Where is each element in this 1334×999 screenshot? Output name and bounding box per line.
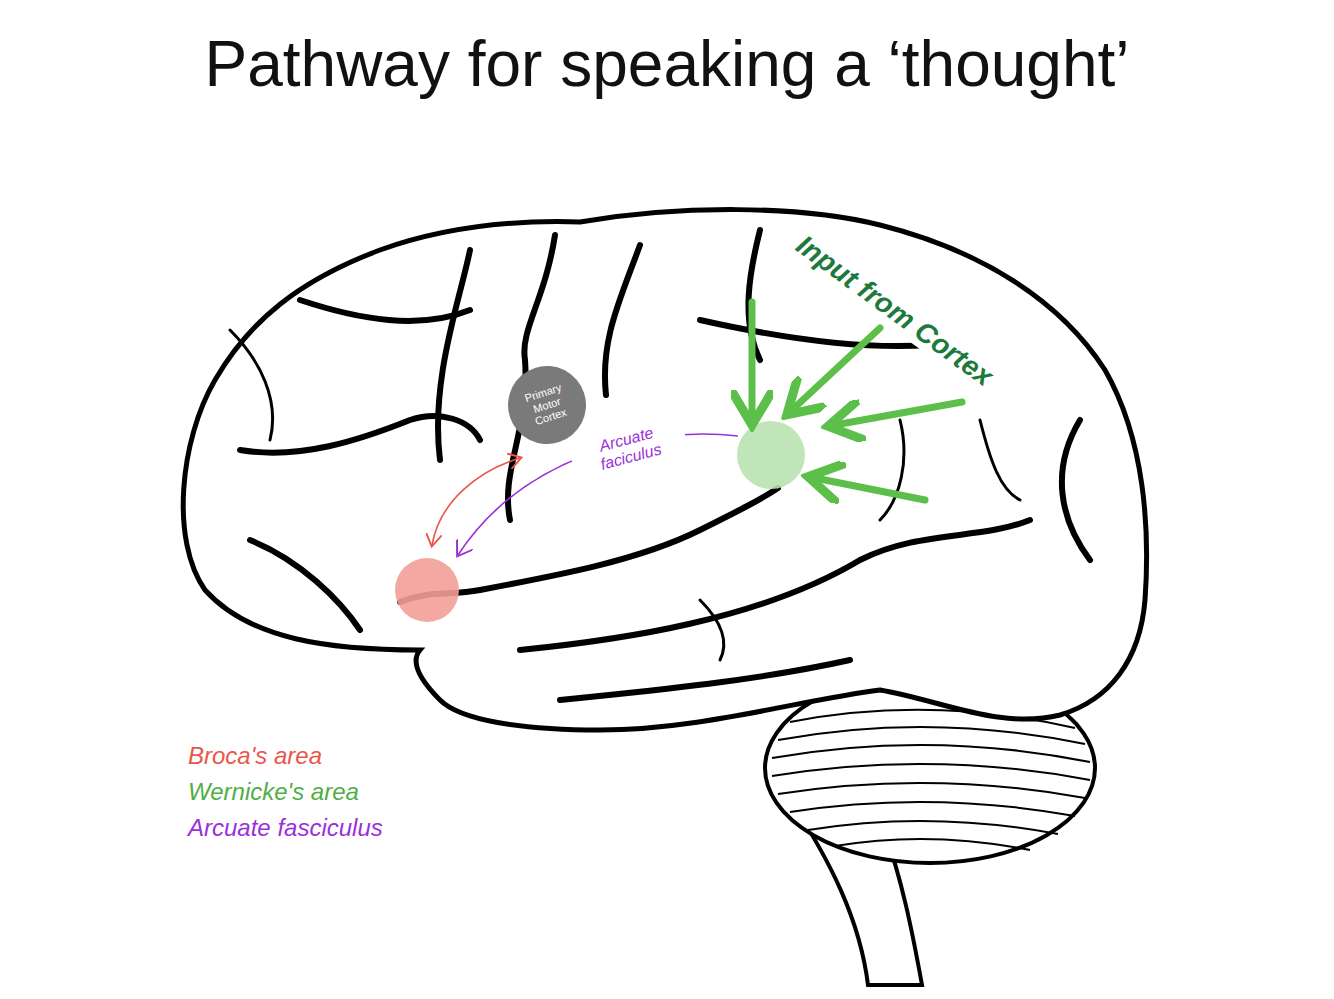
legend-color: Broca's area bbox=[188, 742, 322, 769]
sulci bbox=[240, 230, 1090, 700]
legend-color: Arcuate fasciculus bbox=[188, 814, 383, 841]
legend-text: Broca's area bbox=[188, 742, 322, 769]
legend-entry: Arcuate fasciculus bbox=[188, 814, 383, 843]
legend-entry: Wernicke's area bbox=[188, 778, 359, 807]
broca-area bbox=[395, 558, 459, 622]
legend-color: Wernicke's area bbox=[188, 778, 359, 805]
region-name-text: Primary Motor Cortex bbox=[515, 379, 578, 432]
broca-motor-arrow bbox=[432, 458, 520, 545]
legend-entry: Broca's area bbox=[188, 742, 322, 771]
wernicke-area bbox=[737, 421, 805, 489]
title: Pathway for speaking a ‘thought’ bbox=[0, 26, 1334, 103]
legend-text: Arcuate fasciculus bbox=[188, 814, 383, 841]
cerebrum-outline bbox=[183, 210, 1146, 730]
legend-text: Wernicke's area bbox=[188, 778, 359, 805]
gyri-lines bbox=[230, 330, 1020, 660]
cerebellum-folia bbox=[772, 710, 1090, 850]
